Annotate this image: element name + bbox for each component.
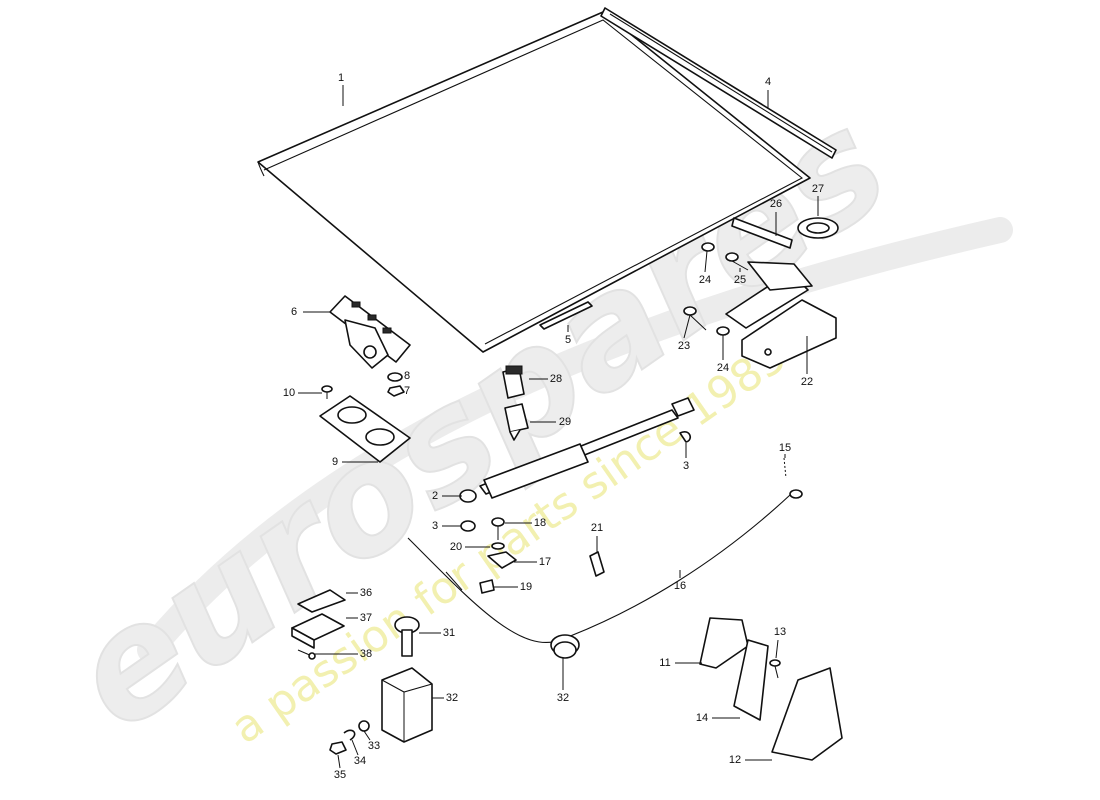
callout-c3a: 3 [683,460,689,472]
callout-c16: 16 [674,580,686,592]
callout-c8: 8 [404,370,410,382]
cable-end [783,457,803,499]
bracket-11 [699,617,749,669]
bracket-17 [487,551,517,569]
bush-3-lower [460,520,476,532]
callout-c28: 28 [550,373,562,385]
buffer-28 [502,365,525,399]
callout-c37: 37 [360,612,372,624]
callout-c5: 5 [565,334,571,346]
nut-7 [387,385,405,397]
callout-c11: 11 [659,657,670,669]
washer-24-upper [701,242,715,252]
callout-c17: 17 [539,556,551,568]
nut-35 [329,741,347,755]
callout-c19: 19 [520,581,532,593]
bonnet-lid [257,11,811,353]
latch-lever-14 [733,639,769,721]
callout-c14: 14 [696,712,708,724]
callout-c27: 27 [812,183,824,195]
watermark-swoosh [137,217,1013,663]
callout-c26: 26 [770,198,782,210]
callout-c34: 34 [354,755,366,767]
screw-38 [297,649,316,660]
callout-c33: 33 [368,740,380,752]
callout-c32a: 32 [557,692,569,704]
callout-c13: 13 [774,626,786,638]
grommet-27 [797,217,839,239]
gas-strut [459,397,695,503]
callout-c6: 6 [291,306,297,318]
screw-10 [321,385,333,399]
screw-13 [769,659,781,679]
callout-c36: 36 [360,587,372,599]
grommet-32 [550,634,580,659]
callout-c20: 20 [450,541,462,553]
lock-assembly [329,295,411,369]
callout-c23: 23 [678,340,690,352]
callout-c35: 35 [334,769,346,781]
callout-c24a: 24 [699,274,711,286]
callout-c12: 12 [729,754,741,766]
callout-c29: 29 [559,416,571,428]
callout-c31: 31 [443,627,455,639]
rubber-block-37 [291,613,345,649]
washer-33 [358,720,370,732]
callout-c3b: 3 [432,520,438,532]
callout-c9: 9 [332,456,338,468]
callout-c2: 2 [432,490,438,502]
callout-c21: 21 [591,522,603,534]
block-32 [381,667,433,743]
clip-21 [589,551,605,577]
lock-plate [319,395,411,463]
washer-20 [491,542,505,550]
callout-labels: 1233456789101112131415161718192021222324… [283,72,824,781]
callout-c24b: 24 [717,362,729,374]
washer-8 [387,372,403,382]
callout-c1: 1 [338,72,344,84]
cover-12 [771,667,843,761]
seal-strip [600,7,837,159]
clip-19 [479,579,495,594]
bolt-25 [725,252,749,271]
callout-c25: 25 [734,274,746,286]
callout-c7: 7 [404,385,410,397]
hinge-arm-26 [731,217,793,249]
bush-3-upper [679,431,692,443]
callout-c22: 22 [801,376,813,388]
buffer-29 [504,403,529,441]
leader-lines [298,85,819,769]
washer-24-lower [716,326,730,336]
callout-c32b: 32 [446,692,458,704]
callout-c4: 4 [765,76,771,88]
callout-c18: 18 [534,517,546,529]
pin-31 [394,616,420,657]
callout-c10: 10 [283,387,295,399]
hinge-22 [725,261,837,369]
spring-washer-34 [343,729,356,741]
callout-c38: 38 [360,648,372,660]
callout-c15: 15 [779,442,791,454]
bracket-36 [297,589,346,613]
screw-18 [491,517,505,540]
small-strip [539,301,593,330]
